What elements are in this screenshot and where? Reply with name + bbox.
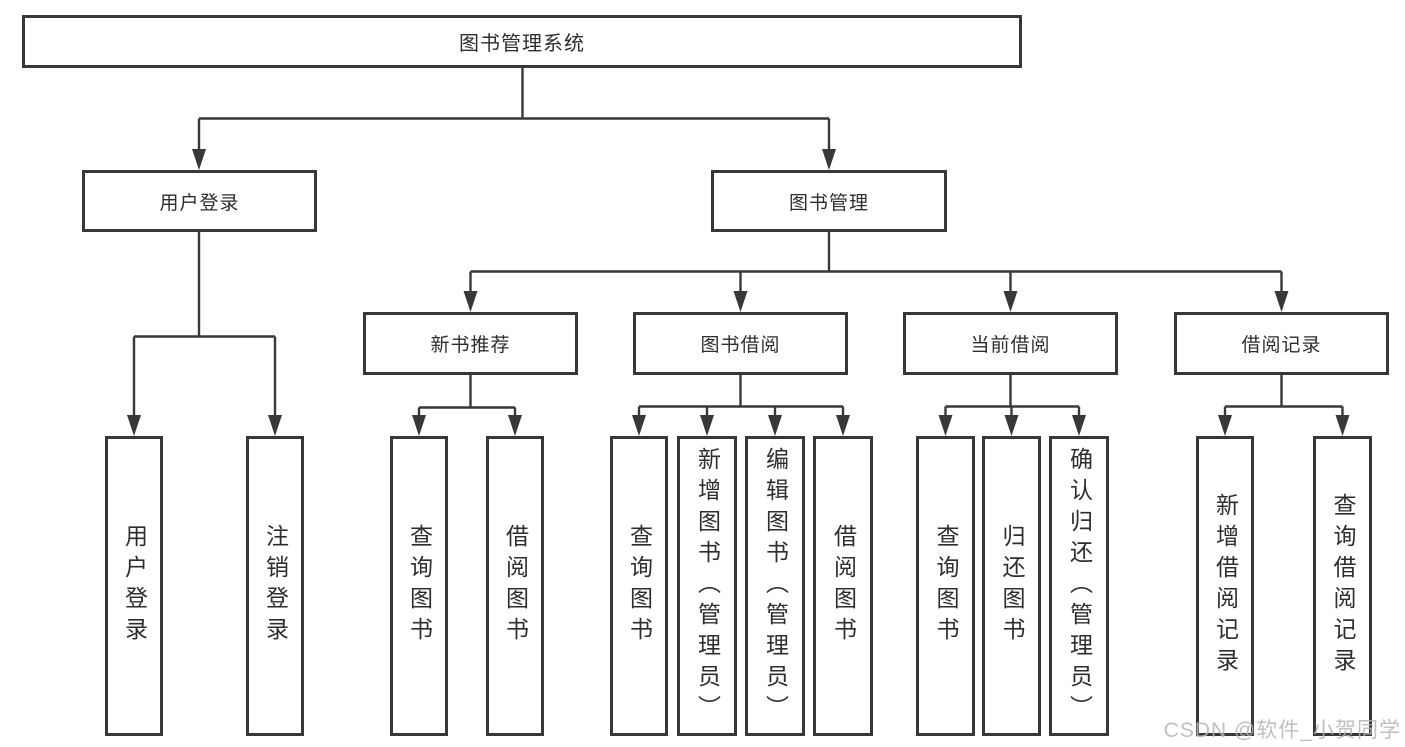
- edge-current-to-leaves: [944, 375, 1081, 418]
- leaf-label: 新增图书（管理员）: [694, 446, 721, 726]
- leaf-label: 查询借阅记录: [1330, 493, 1356, 679]
- node-current-borrowing: 当前借阅: [903, 312, 1118, 375]
- node-book-management: 图书管理: [711, 170, 947, 232]
- leaf-edit-books-admin: 编辑图书（管理员）: [745, 436, 805, 736]
- leaf-label: 新增借阅记录: [1212, 493, 1239, 679]
- arrowhead: [700, 415, 714, 436]
- leaf-borrow-books-newbooks: 借阅图书: [486, 436, 544, 736]
- leaf-user-login: 用户登录: [105, 436, 163, 736]
- leaf-query-books-newbooks: 查询图书: [390, 436, 448, 736]
- leaf-label: 注销登录: [262, 524, 289, 648]
- leaf-label: 借阅图书: [830, 524, 857, 648]
- arrowhead: [822, 149, 836, 170]
- leaf-add-books-admin: 新增图书（管理员）: [677, 436, 737, 736]
- arrowhead: [1003, 291, 1018, 312]
- leaf-label: 借阅图书: [502, 524, 529, 648]
- arrowhead: [836, 415, 850, 436]
- arrowhead: [127, 415, 141, 436]
- leaf-label: 用户登录: [121, 524, 148, 648]
- leaf-query-books-current: 查询图书: [916, 436, 975, 736]
- edge-root-to-level2: [197, 68, 831, 152]
- node-user-login: 用户登录: [82, 170, 317, 232]
- arrowhead: [463, 291, 478, 312]
- arrowhead: [938, 415, 953, 436]
- arrowhead: [1072, 415, 1086, 436]
- leaf-label: 编辑图书（管理员）: [762, 446, 789, 726]
- arrowhead: [1335, 415, 1350, 436]
- edge-records-to-leaves: [1223, 375, 1344, 418]
- arrowhead: [733, 291, 748, 312]
- edge-borrow-to-leaves: [637, 375, 845, 418]
- leaf-add-borrow-record: 新增借阅记录: [1196, 436, 1254, 736]
- node-new-book-recommend: 新书推荐: [363, 312, 578, 375]
- arrowhead: [268, 415, 282, 436]
- leaf-label: 查询图书: [406, 524, 433, 648]
- arrowhead: [192, 149, 206, 170]
- node-book-borrowing: 图书借阅: [633, 312, 848, 375]
- arrowhead: [768, 415, 782, 436]
- arrowhead: [1218, 415, 1232, 436]
- edge-bookmgmt-to-level3: [469, 232, 1283, 294]
- leaf-query-books-borrowing: 查询图书: [610, 436, 668, 736]
- arrowhead: [1004, 415, 1019, 436]
- arrowhead: [632, 415, 646, 436]
- edge-userlogin-to-leaves: [132, 232, 277, 418]
- node-root-library-system: 图书管理系统: [22, 15, 1022, 68]
- leaf-borrow-books-borrowing: 借阅图书: [813, 436, 873, 736]
- leaf-label: 查询图书: [933, 524, 959, 648]
- leaf-logout: 注销登录: [246, 436, 304, 736]
- leaf-confirm-return-admin: 确认归还（管理员）: [1049, 436, 1109, 736]
- leaf-label: 确认归还（管理员）: [1066, 446, 1093, 726]
- arrowhead: [508, 415, 522, 436]
- arrowhead: [412, 415, 426, 436]
- leaf-query-borrow-record: 查询借阅记录: [1313, 436, 1372, 736]
- leaf-label: 查询图书: [626, 524, 653, 648]
- csdn-watermark: CSDN @软件_小贺同学: [1163, 719, 1401, 742]
- leaf-return-books: 归还图书: [982, 436, 1041, 736]
- leaf-label: 归还图书: [999, 524, 1025, 648]
- edge-newbooks-to-leaves: [417, 375, 517, 418]
- node-borrow-records: 借阅记录: [1174, 312, 1389, 375]
- arrowhead: [1274, 291, 1289, 312]
